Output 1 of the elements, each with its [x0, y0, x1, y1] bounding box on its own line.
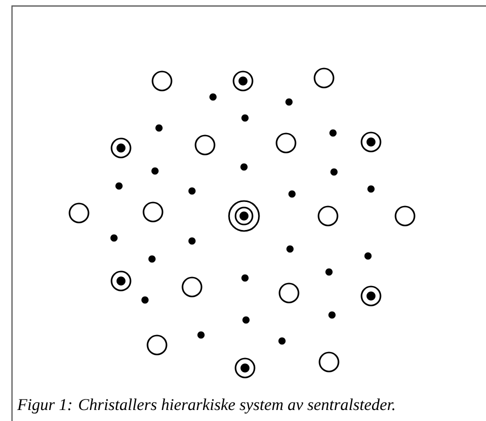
caption: Figur 1: Christallers hierarkiske system av sentralsteder. [17, 398, 394, 414]
